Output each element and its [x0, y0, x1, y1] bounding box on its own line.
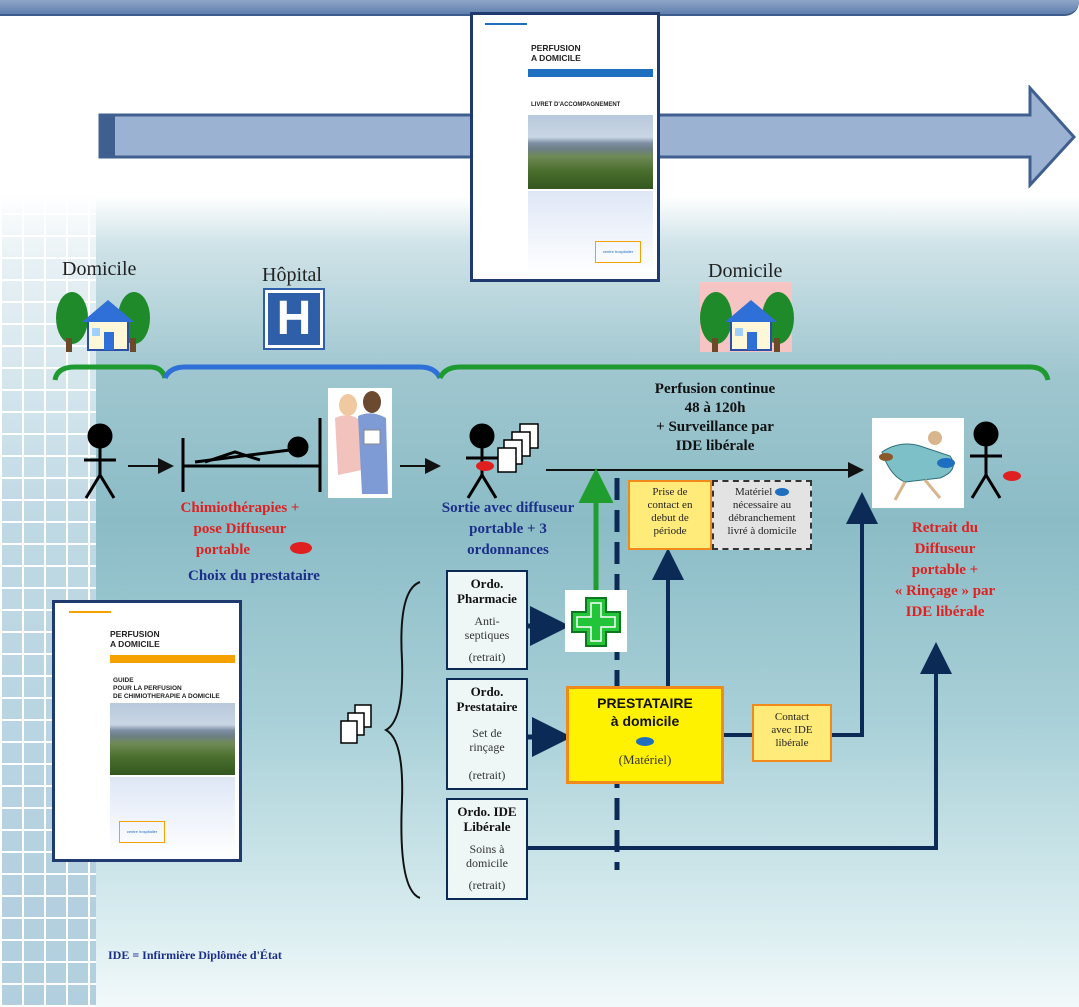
- booklet-lower-panel: [110, 777, 235, 857]
- materiel-box: Matériel nécessaire au débranchement liv…: [712, 480, 812, 550]
- booklet-lower-panel: [528, 191, 653, 275]
- person-icon: [84, 423, 116, 499]
- label-domicile-left: Domicile: [62, 258, 137, 280]
- perfusion-text: Perfusion continue 48 à 120h + Surveilla…: [654, 381, 776, 454]
- booklet-accent-line: [69, 611, 111, 613]
- booklet-logo: centre hospitalier: [119, 821, 165, 843]
- booklet-livret: PERFUSION A DOMICILE LIVRET D'ACCOMPAGNE…: [470, 12, 660, 282]
- hospital-bed-icon: [181, 418, 322, 492]
- brace-domicile-right: [437, 364, 1051, 381]
- booklet-accent-line: [485, 23, 527, 25]
- booklet-photo: [110, 703, 235, 775]
- diffuseur-blue-icon: [636, 737, 654, 746]
- booklet-title: PERFUSION A DOMICILE: [110, 629, 160, 649]
- booklet-title: PERFUSION A DOMICILE: [531, 43, 581, 63]
- sortie-text: Sortie avec diffuseur portable + 3 ordon…: [441, 500, 575, 558]
- pharmacy-cross-icon: [565, 590, 627, 652]
- ordos-brace: [383, 581, 421, 899]
- house-icon-left: [56, 292, 150, 352]
- contact-ide-box: Contact avec IDE libérale: [752, 704, 832, 762]
- nurses-illustration: [328, 388, 392, 498]
- booklet-photo: [528, 115, 653, 189]
- chimio-step-text: Chimiothérapies + pose Diffuseur portabl…: [180, 500, 300, 558]
- choix-prestataire-text: Choix du prestataire: [188, 568, 320, 584]
- diffuseur-red-icon: [290, 542, 312, 554]
- ordos-documents-icon: [340, 704, 372, 744]
- booklet-heading: GUIDE POUR LA PERFUSION DE CHIMIOTHERAPI…: [113, 677, 220, 700]
- diffuseur-icon: [476, 461, 494, 471]
- footnote-ide: IDE = Infirmière Diplômée d'État: [108, 948, 282, 962]
- person-right-icon: [970, 421, 1002, 499]
- documents-icon: [497, 423, 539, 473]
- booklet-guide: PERFUSION A DOMICILE GUIDE POUR LA PERFU…: [52, 600, 242, 862]
- retrait-text: Retrait du Diffuseur portable + « Rinçag…: [894, 520, 996, 620]
- ordo-pharmacie-box: Ordo. Pharmacie Anti-septiques (retrait): [446, 570, 528, 670]
- label-domicile-right: Domicile: [708, 260, 783, 282]
- hospital-sign-icon: H: [263, 288, 325, 350]
- prise-contact-box: Prise de contact en debut de période: [628, 480, 712, 550]
- brace-hopital: [162, 364, 443, 380]
- brace-domicile-left: [52, 364, 168, 381]
- booklet-heading: LIVRET D'ACCOMPAGNEMENT: [531, 102, 621, 108]
- house-icon-right: [700, 282, 794, 352]
- booklet-logo: centre hospitalier: [595, 241, 641, 263]
- prestataire-box: PRESTATAIRE à domicile (Matériel): [566, 686, 724, 784]
- label-hopital: Hôpital: [262, 264, 322, 286]
- running-nurse-illustration: [872, 418, 964, 508]
- booklet-color-band: [528, 69, 653, 77]
- diffuseur-blue-icon: [775, 488, 789, 497]
- booklet-color-band: [110, 655, 235, 663]
